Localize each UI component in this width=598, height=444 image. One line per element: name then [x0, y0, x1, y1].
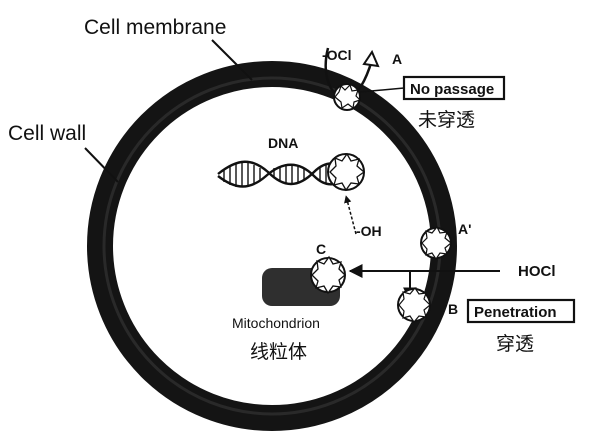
- dna-label: DNA: [268, 135, 298, 151]
- starburst-a-prime: [420, 225, 452, 261]
- cell-membrane-label: Cell membrane: [84, 16, 226, 39]
- no-passage-leader: [359, 87, 405, 93]
- mitochondrion-cn-label: 线粒体: [250, 341, 307, 363]
- no-passage-box: No passage: [402, 75, 506, 101]
- cell-membrane-leader: [211, 39, 253, 81]
- penetration-cn-label: 穿透: [496, 333, 534, 355]
- marker-b: B: [448, 301, 458, 317]
- penetration-box: Penetration: [466, 298, 576, 324]
- hocl-label: HOCl: [518, 263, 556, 280]
- starburst-c: [310, 255, 346, 295]
- hydroxyl-label: -OH: [356, 223, 382, 239]
- no-passage-label: No passage: [410, 81, 494, 98]
- hypochlorite-label: -OCl: [322, 47, 352, 63]
- marker-a-prime: A': [458, 221, 471, 237]
- marker-c: C: [316, 241, 326, 257]
- starburst-a: [333, 83, 362, 111]
- starburst-dna: [327, 152, 366, 192]
- cell-wall-label: Cell wall: [8, 122, 86, 145]
- starburst-b: [397, 286, 431, 324]
- penetration-label: Penetration: [474, 304, 557, 321]
- cell-wall-leader: [84, 147, 119, 183]
- hydroxyl-arrow: [344, 195, 357, 235]
- marker-a: A: [392, 51, 402, 67]
- cell-wall-ring: [87, 61, 457, 431]
- mitochondrion-label: Mitochondrion: [232, 315, 320, 331]
- no-passage-cn-label: 未穿透: [418, 109, 475, 131]
- dna-helix: [217, 160, 347, 188]
